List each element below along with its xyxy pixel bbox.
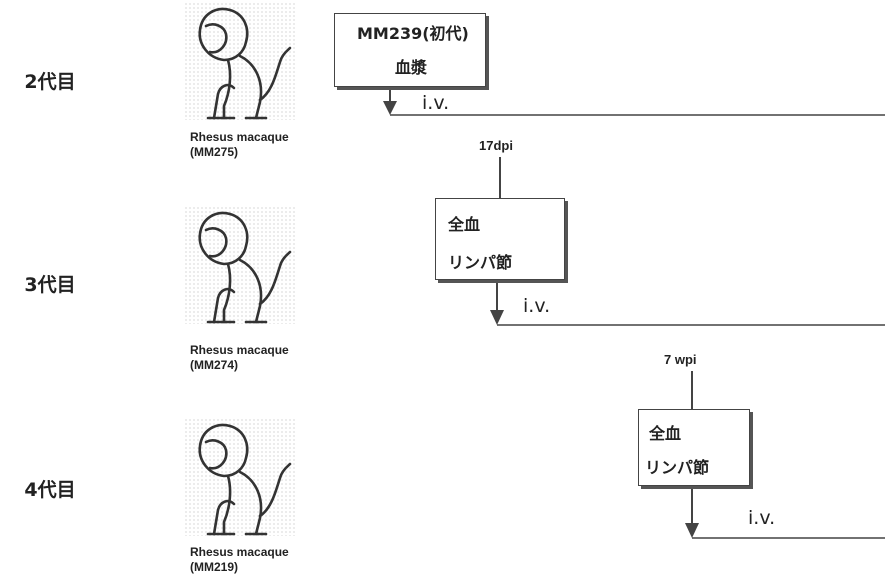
route-label: i.v. (523, 295, 551, 317)
monkey-icon (184, 206, 296, 324)
generation-label-2: 2代目 (24, 71, 76, 93)
sample-box: 全血 リンパ節 (638, 409, 750, 486)
route-label: i.v. (422, 92, 450, 114)
arrow-down-icon (490, 310, 504, 325)
species-name: Rhesus macaque (190, 130, 289, 144)
species-name: Rhesus macaque (190, 343, 289, 357)
monkey-icon (184, 418, 296, 536)
animal-id: (MM274) (190, 358, 239, 372)
timepoint-label: 7 wpi (664, 352, 697, 367)
box-sample: リンパ節 (448, 253, 513, 272)
box-title: MM239(初代) (357, 24, 469, 43)
sample-box: 全血 リンパ節 (435, 198, 565, 280)
animal-caption: Rhesus macaque (MM275) (190, 130, 289, 160)
source-box: MM239(初代) 血漿 (334, 13, 486, 87)
arrow-down-icon (383, 101, 397, 115)
arrow-down-icon (685, 523, 699, 538)
route-label: i.v. (748, 507, 776, 529)
animal-caption: Rhesus macaque (MM219) (190, 545, 289, 575)
monkey-icon (184, 2, 296, 120)
animal-caption: Rhesus macaque (MM274) (190, 343, 289, 373)
box-sample: 全血 (649, 424, 682, 443)
box-sample: 全血 (448, 215, 481, 234)
animal-id: (MM219) (190, 560, 239, 574)
animal-id: (MM275) (190, 145, 239, 159)
box-sample: 血漿 (395, 58, 428, 77)
generation-label-4: 4代目 (24, 479, 76, 501)
box-sample: リンパ節 (645, 458, 710, 477)
timepoint-label: 17dpi (479, 138, 513, 153)
species-name: Rhesus macaque (190, 545, 289, 559)
generation-label-3: 3代目 (24, 274, 76, 296)
